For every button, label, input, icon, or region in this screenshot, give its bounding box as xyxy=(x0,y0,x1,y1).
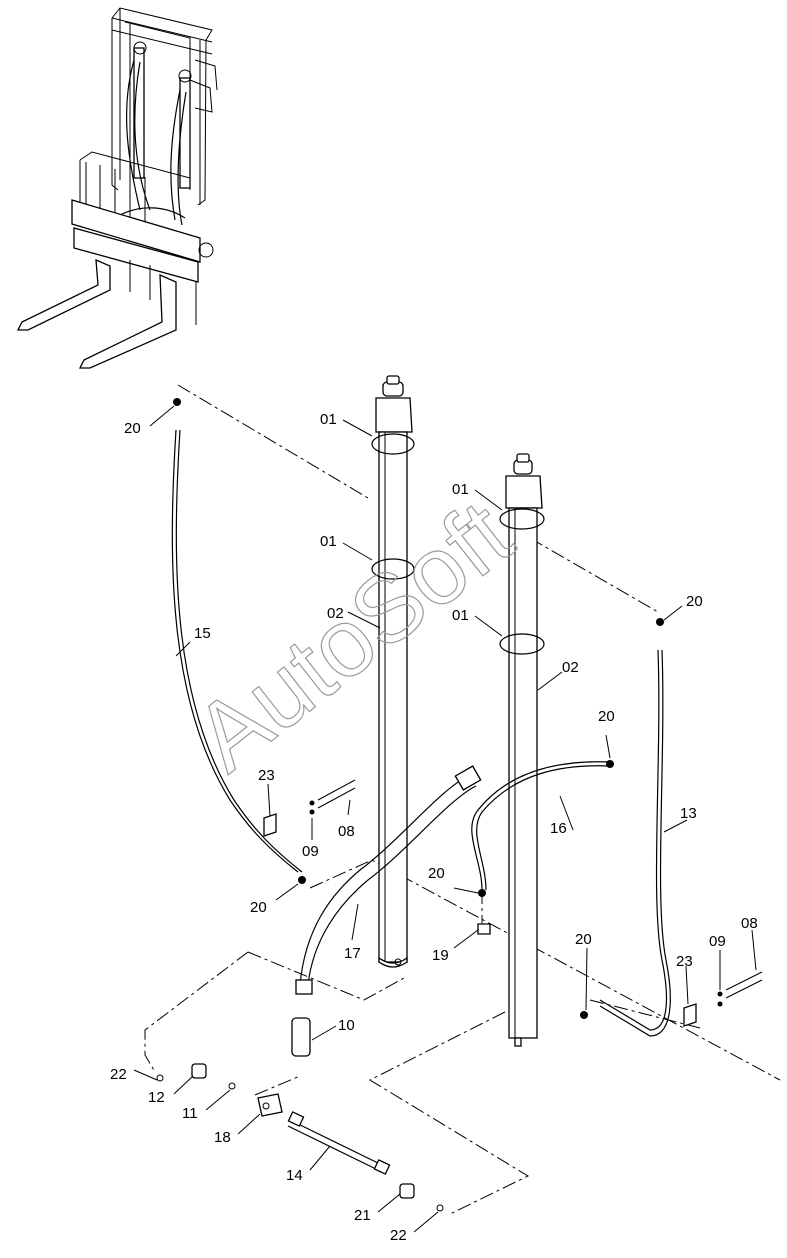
callout-labels: 20 01 01 01 01 02 02 15 20 20 16 13 23 0… xyxy=(110,411,758,1244)
callout-09: 09 xyxy=(302,843,319,860)
callout-01: 01 xyxy=(320,411,337,428)
callout-13: 13 xyxy=(680,805,697,822)
callout-20: 20 xyxy=(598,708,615,725)
callout-21: 21 xyxy=(354,1207,371,1224)
callout-20: 20 xyxy=(124,420,141,437)
watermark: AutoSoft xyxy=(175,481,531,792)
callout-02: 02 xyxy=(327,605,344,622)
callout-01: 01 xyxy=(452,481,469,498)
callout-02: 02 xyxy=(562,659,579,676)
callout-17: 17 xyxy=(344,945,361,962)
callout-08: 08 xyxy=(741,915,758,932)
callout-20: 20 xyxy=(428,865,445,882)
hoses xyxy=(171,429,671,1175)
callout-22: 22 xyxy=(110,1066,127,1083)
callout-20: 20 xyxy=(250,899,267,916)
callout-15: 15 xyxy=(194,625,211,642)
callout-14: 14 xyxy=(286,1167,303,1184)
callout-20: 20 xyxy=(575,931,592,948)
callout-01: 01 xyxy=(452,607,469,624)
right-lift-cylinder xyxy=(499,453,545,1047)
leader-lines xyxy=(133,405,757,1233)
callout-20: 20 xyxy=(686,593,703,610)
callout-23: 23 xyxy=(676,953,693,970)
fittings xyxy=(156,398,763,1212)
forklift-mast-overview xyxy=(16,7,218,369)
callout-08: 08 xyxy=(338,823,355,840)
callout-19: 19 xyxy=(432,947,449,964)
callout-18: 18 xyxy=(214,1129,231,1146)
callout-10: 10 xyxy=(338,1017,355,1034)
callout-12: 12 xyxy=(148,1089,165,1106)
callout-01: 01 xyxy=(320,533,337,550)
callout-22: 22 xyxy=(390,1227,407,1244)
callout-09: 09 xyxy=(709,933,726,950)
callout-11: 11 xyxy=(182,1105,198,1122)
left-lift-cylinder xyxy=(371,375,415,968)
callout-16: 16 xyxy=(550,820,567,837)
callout-23: 23 xyxy=(258,767,275,784)
